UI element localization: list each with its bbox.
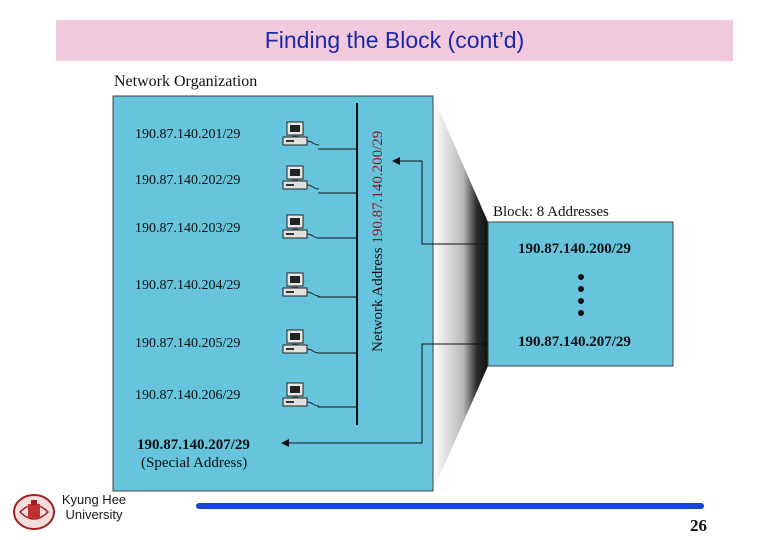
host-label: 190.87.140.204/29 [135,278,240,293]
projection-funnel [433,96,488,491]
block-first-address: 190.87.140.200/29 [518,241,631,257]
host-label: 190.87.140.203/29 [135,221,240,236]
slide-title: Finding the Block (cont’d) [264,27,525,53]
host-label: 190.87.140.206/29 [135,388,240,403]
host-label: 190.87.140.202/29 [135,173,240,188]
network-address-arrow [392,157,488,245]
host-label: 190.87.140.205/29 [135,336,240,351]
host-connectors [318,148,357,408]
network-address-label: Network Address 190.87.140.200/29 [370,131,386,352]
ellipsis-dot [578,286,584,292]
footer-line [196,503,704,509]
block-last-address: 190.87.140.207/29 [518,334,631,350]
network-address-value: 190.87.140.200/29 [370,131,386,244]
network-panel [112,95,434,492]
page-number: 26 [690,516,707,535]
block-panel [487,221,674,367]
ellipsis-dot [578,298,584,304]
host-label: 190.87.140.201/29 [135,127,240,142]
special-address-arrow [281,343,488,447]
special-address: 190.87.140.207/29 [137,437,250,453]
ellipsis-dot [578,310,584,316]
title-banner: Finding the Block (cont’d) [56,20,733,61]
university-name: Kyung Hee University [61,492,127,522]
panel-title: Network Organization [114,73,257,90]
special-address-note: (Special Address) [141,455,247,471]
ellipsis-dot [578,274,584,280]
university-logo [13,494,55,530]
block-title: Block: 8 Addresses [493,204,609,220]
